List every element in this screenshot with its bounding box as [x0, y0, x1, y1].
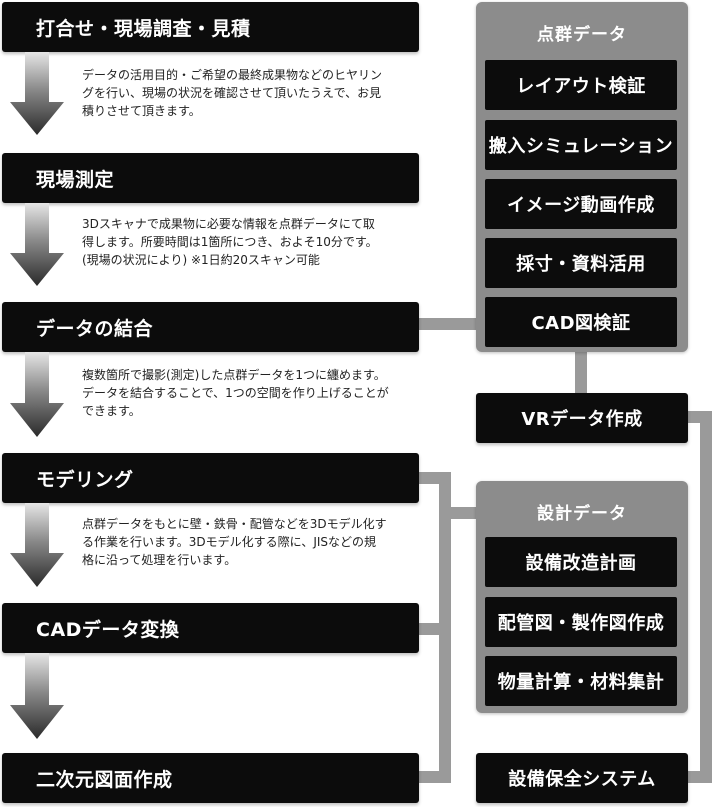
- maintenance-system-box: 設備保全システム: [476, 753, 688, 803]
- desc-line: データの活用目的・ご希望の最終成果物などのヒヤリン: [82, 68, 383, 82]
- maintenance-label: 設備保全システム: [508, 769, 656, 790]
- desc-line: グを行い、現場の状況を確認させて頂いたうえで、お見: [82, 86, 382, 100]
- description-merge: 複数箇所で撮影(測定)した点群データを1つに纏めます。 データを結合することで、…: [82, 366, 424, 420]
- desc-line: 複数箇所で撮影(測定)した点群データを1つに纏めます。: [82, 368, 386, 382]
- description-modeling: 点群データをもとに壁・鉄骨・配管などを3Dモデル化す る作業を行います。3Dモデ…: [82, 515, 424, 569]
- design-label: 物量計算・材料集計: [497, 672, 665, 693]
- use-label: レイアウト検証: [516, 76, 646, 97]
- use-label: 採寸・資料活用: [516, 254, 646, 275]
- down-arrow-icon: [10, 352, 64, 437]
- design-data-panel: 設計データ 設備改造計画 配管図・製作図作成 物量計算・材料集計: [476, 481, 688, 713]
- step-label: データの結合: [36, 317, 154, 340]
- design-piping-drawings: 配管図・製作図作成: [485, 597, 677, 647]
- design-equipment-modification: 設備改造計画: [485, 537, 677, 587]
- desc-line: 積りさせて頂きます。: [82, 104, 201, 118]
- step-site-measurement: 現場測定: [2, 153, 419, 203]
- design-label: 配管図・製作図作成: [497, 613, 665, 634]
- step-data-merge: データの結合: [2, 302, 419, 352]
- step-meeting-survey-estimate: 打合せ・現場調査・見積: [2, 2, 419, 52]
- desc-line: データを結合することで、1つの空間を作り上げることが: [82, 386, 389, 400]
- step-2d-drawing: 二次元図面作成: [2, 753, 419, 803]
- panel-title: 点群データ: [537, 25, 627, 45]
- down-arrow-icon: [10, 203, 64, 286]
- desc-line: 得します。所要時間は1箇所につき、およそ10分です。: [82, 235, 378, 249]
- desc-line: (現場の状況により) ※1日約20スキャン可能: [82, 253, 320, 267]
- step-cad-conversion: CADデータ変換: [2, 603, 419, 653]
- vr-data-box: VRデータ作成: [476, 393, 688, 443]
- connector-to-maintenance: [688, 771, 712, 783]
- use-label: 搬入シミュレーション: [488, 136, 674, 157]
- design-label: 設備改造計画: [525, 553, 637, 574]
- connector-2d-out: [419, 771, 451, 783]
- desc-line: できます。: [82, 404, 141, 418]
- panel-title: 設計データ: [537, 504, 627, 524]
- use-label: CAD図検証: [531, 313, 631, 334]
- description-meeting: データの活用目的・ご希望の最終成果物などのヒヤリン グを行い、現場の状況を確認さ…: [82, 66, 424, 120]
- connector-cad-out: [419, 623, 451, 635]
- down-arrow-icon: [10, 503, 64, 587]
- desc-line: 点群データをもとに壁・鉄骨・配管などを3Dモデル化す: [82, 517, 387, 531]
- step-label: モデリング: [36, 468, 134, 491]
- use-layout-verification: レイアウト検証: [485, 60, 677, 110]
- desc-line: 3Dスキャナで成果物に必要な情報を点群データにて取: [82, 217, 375, 231]
- step-modeling: モデリング: [2, 453, 419, 503]
- desc-line: る作業を行います。3Dモデル化する際に、JISなどの規: [82, 535, 377, 549]
- connector-merge-to-pointcloud: [419, 318, 481, 330]
- step-label: 二次元図面作成: [36, 768, 173, 791]
- step-label: CADデータ変換: [36, 618, 180, 641]
- use-delivery-simulation: 搬入シミュレーション: [485, 120, 677, 170]
- description-measurement: 3Dスキャナで成果物に必要な情報を点群データにて取 得します。所要時間は1箇所に…: [82, 215, 424, 269]
- step-label: 打合せ・現場調査・見積: [36, 17, 251, 40]
- use-image-video: イメージ動画作成: [485, 179, 677, 229]
- connector-to-design: [439, 507, 481, 519]
- step-label: 現場測定: [36, 168, 115, 191]
- use-label: イメージ動画作成: [507, 195, 655, 216]
- down-arrow-icon: [10, 653, 64, 739]
- down-arrow-icon: [10, 52, 64, 135]
- connector-pointcloud-to-vr: [575, 349, 587, 394]
- design-quantity-calculation: 物量計算・材料集計: [485, 656, 677, 706]
- use-measurement-materials: 採寸・資料活用: [485, 238, 677, 288]
- point-cloud-panel: 点群データ レイアウト検証 搬入シミュレーション イメージ動画作成 採寸・資料活…: [476, 2, 688, 352]
- desc-line: 格に沿って処理を行います。: [82, 553, 237, 567]
- use-cad-verification: CAD図検証: [485, 297, 677, 347]
- vr-label: VRデータ作成: [521, 409, 643, 430]
- connector-right-vertical: [700, 411, 712, 783]
